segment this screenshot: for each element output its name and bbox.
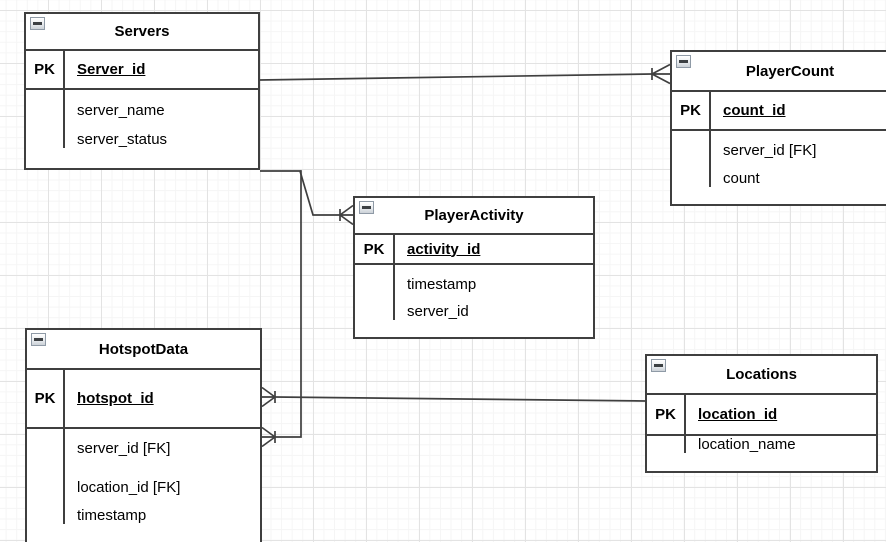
field-cell: server_id	[407, 303, 469, 320]
field-cell: location_id [FK]	[77, 478, 181, 496]
field-cell: timestamp	[77, 507, 147, 524]
pk-label-cell: PK	[647, 395, 686, 436]
edge-locations-hotspotdata[interactable]	[261, 386, 646, 408]
field-cell: count	[723, 170, 760, 187]
pk-column-spacer	[672, 170, 711, 187]
pk-column-spacer	[355, 303, 395, 320]
pk-field-name: Server_id	[77, 61, 146, 78]
collapse-icon[interactable]	[676, 55, 691, 68]
collapse-icon[interactable]	[651, 359, 666, 372]
entity-header: PlayerActivity	[355, 198, 593, 235]
minus-glyph	[679, 60, 688, 63]
entity-table-playercount[interactable]: PlayerCount PK count_id server_id [FK] c…	[670, 50, 886, 206]
entity-header: Servers	[26, 14, 258, 51]
entity-table-playeractivity[interactable]: PlayerActivity PK activity_id timestamp …	[353, 196, 595, 339]
pk-column-spacer	[26, 90, 65, 131]
crows-foot-icon	[339, 204, 354, 226]
field-cell: server_id [FK]	[77, 439, 171, 457]
field-cell: server_id [FK]	[723, 142, 817, 159]
crows-foot-icon	[651, 63, 671, 85]
pk-field-name: activity_id	[407, 240, 481, 258]
pk-column-spacer	[355, 265, 395, 303]
pk-field-name: location_id	[698, 406, 778, 423]
entity-header: PlayerCount	[672, 52, 886, 92]
pk-column-spacer	[672, 131, 711, 170]
pk-field-cell: activity_id	[395, 235, 593, 265]
minus-glyph	[654, 364, 663, 367]
minus-glyph	[362, 206, 371, 209]
pk-field-cell: location_id	[686, 395, 876, 436]
edge-servers-playeractivity[interactable]	[260, 170, 354, 226]
entity-header: HotspotData	[27, 330, 260, 370]
field-cell: server_name	[77, 102, 165, 119]
pk-field-cell: hotspot_id	[65, 370, 260, 429]
pk-column-spacer	[26, 131, 65, 148]
field-cell: timestamp	[407, 275, 477, 293]
edge-servers-playercount[interactable]	[259, 63, 671, 85]
entity-title: HotspotData	[98, 340, 189, 358]
entity-table-locations[interactable]: Locations PK location_id location_name	[645, 354, 878, 473]
pk-column-spacer	[27, 429, 65, 467]
minus-glyph	[33, 22, 42, 25]
entity-table-hotspotdata[interactable]: HotspotData PK hotspot_id server_id [FK]…	[25, 328, 262, 542]
pk-label-cell: PK	[27, 370, 65, 429]
pk-label-cell: PK	[672, 92, 711, 131]
collapse-icon[interactable]	[31, 333, 46, 346]
pk-column-spacer	[27, 467, 65, 507]
entity-header: Locations	[647, 356, 876, 395]
minus-glyph	[34, 338, 43, 341]
crows-foot-icon	[261, 426, 276, 448]
pk-field-cell: count_id	[711, 92, 886, 131]
pk-column-spacer	[27, 507, 65, 524]
entity-title: Locations	[726, 366, 797, 383]
pk-field-name: count_id	[723, 102, 786, 119]
collapse-icon[interactable]	[359, 201, 374, 214]
entity-title: PlayerActivity	[424, 207, 524, 224]
entity-table-servers[interactable]: Servers PK Server_id server_name server_…	[24, 12, 260, 170]
pk-field-cell: Server_id	[65, 51, 258, 90]
pk-label-cell: PK	[26, 51, 65, 90]
collapse-icon[interactable]	[30, 17, 45, 30]
pk-column-spacer	[647, 436, 686, 453]
pk-field-name: hotspot_id	[77, 390, 154, 407]
edge-servers-hotspotdata[interactable]	[261, 170, 302, 448]
field-cell: server_status	[77, 131, 168, 148]
crows-foot-icon	[261, 386, 276, 408]
field-cell: location_name	[698, 436, 796, 453]
pk-label-cell: PK	[355, 235, 395, 265]
entity-title: Servers	[114, 23, 170, 40]
entity-title: PlayerCount	[745, 62, 835, 80]
